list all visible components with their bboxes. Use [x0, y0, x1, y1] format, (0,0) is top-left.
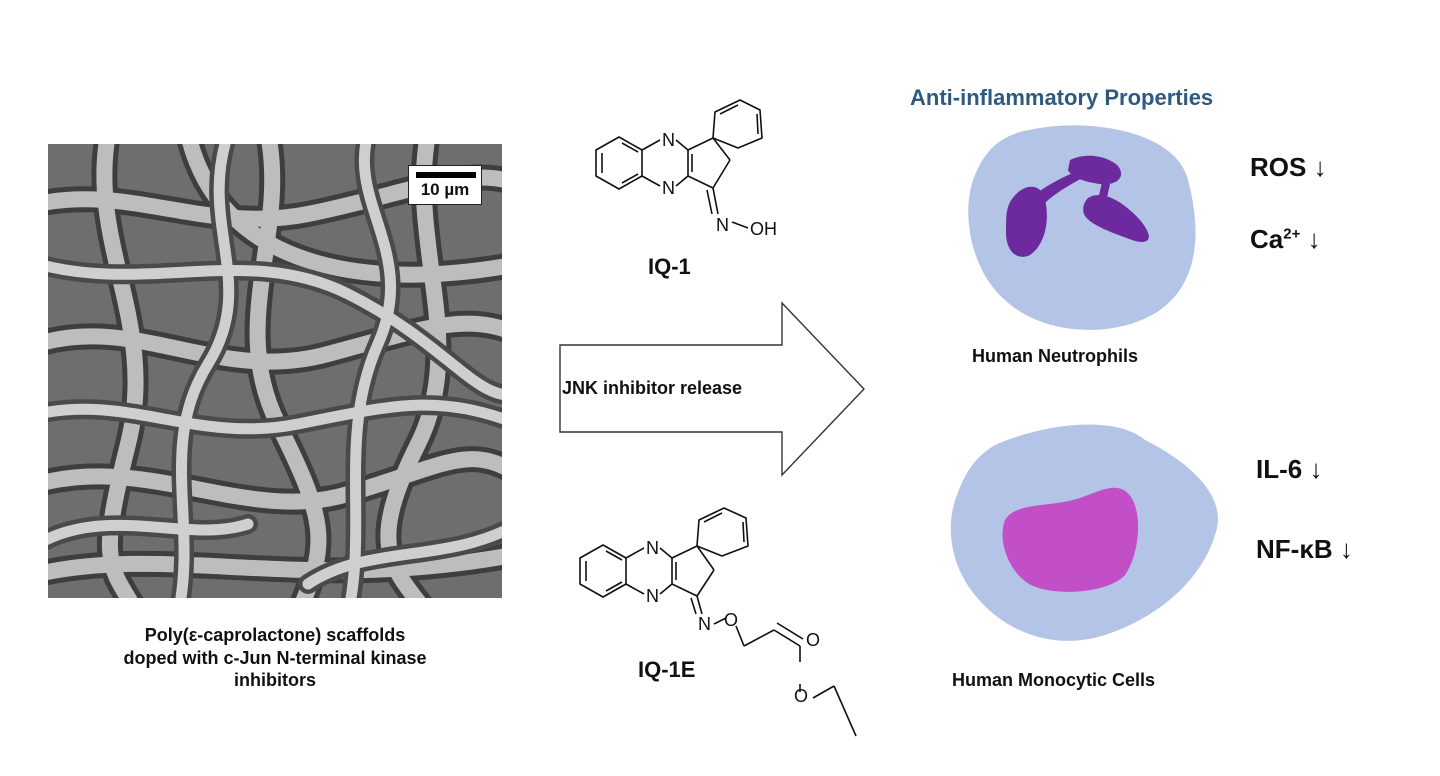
nfkb-text: NF-κB — [1256, 534, 1333, 564]
iq1-atom-n2: N — [662, 178, 675, 198]
scale-bar — [416, 172, 476, 178]
scale-bar-box — [408, 165, 482, 205]
scale-bar-label: 10 µm — [420, 180, 470, 199]
monocyte-nucleus — [1002, 487, 1139, 592]
scaffold-caption: Poly(ε-caprolactone) scaffolds doped wit… — [40, 624, 510, 692]
calcium-down-arrow-icon: ↓ — [1307, 224, 1321, 254]
neutrophil-label: Human Neutrophils — [972, 346, 1139, 366]
il6-marker: IL-6 ↓ — [1256, 454, 1322, 485]
iq1e-atom-o3: O — [794, 686, 808, 706]
calcium-marker: Ca2+ ↓ — [1250, 224, 1321, 255]
monocyte-label: Human Monocytic Cells — [952, 670, 1156, 690]
monocyte-cell — [950, 424, 1218, 641]
iq1-atom-n1: N — [662, 130, 675, 150]
calcium-superscript: 2+ — [1283, 225, 1301, 243]
ros-marker: ROS ↓ — [1250, 152, 1327, 183]
caption-line-2: doped with c-Jun N-terminal kinase — [123, 647, 427, 668]
ros-text: ROS — [1250, 152, 1307, 182]
il6-down-arrow-icon: ↓ — [1309, 454, 1323, 484]
neutrophil-nucleus — [1005, 155, 1149, 257]
nfkb-marker: NF-κB ↓ — [1256, 534, 1353, 565]
iq1e-atom-n1: N — [646, 538, 659, 558]
calcium-text: Ca — [1250, 224, 1284, 254]
fiber-network-image — [48, 144, 502, 598]
neutrophil-cytoplasm — [968, 125, 1196, 330]
iq1-structure: N N N OH — [595, 99, 777, 239]
iq1e-label: IQ-1E — [638, 657, 696, 682]
iq1e-atom-o2: O — [806, 630, 820, 650]
iq1-atom-n3: N — [716, 215, 729, 235]
iq1e-atom-n2: N — [646, 586, 659, 606]
iq1-label: IQ-1 — [648, 254, 691, 279]
neutrophil-cell — [968, 125, 1196, 330]
nfkb-down-arrow-icon: ↓ — [1339, 534, 1353, 564]
iq1e-atom-o1: O — [724, 610, 738, 630]
iq1e-atom-n3: N — [698, 614, 711, 634]
caption-line-1: Poly(ε-caprolactone) scaffolds — [144, 625, 406, 645]
arrow-label: JNK inhibitor release — [562, 378, 743, 398]
caption-line-3: inhibitors — [234, 670, 316, 690]
il6-text: IL-6 — [1256, 454, 1303, 484]
release-arrow — [559, 301, 865, 477]
iq1e-structure: N N N O O O — [579, 507, 857, 737]
sem-micrograph — [48, 144, 502, 598]
ros-down-arrow-icon: ↓ — [1313, 152, 1327, 182]
iq1-atom-oh: OH — [750, 219, 777, 239]
properties-title: Anti-inflammatory Properties — [910, 85, 1214, 110]
